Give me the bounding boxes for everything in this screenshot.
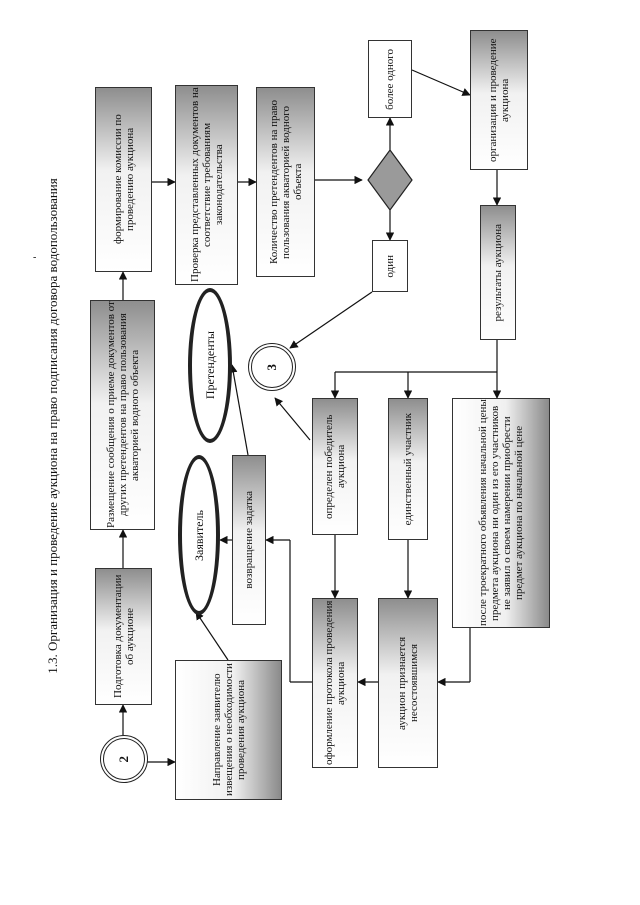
form-commission-box: формирование комиссии по проведению аукц…: [95, 87, 152, 272]
connector-circle-3: 3: [248, 343, 296, 391]
after-three-box: после троекратного объявления начальной …: [452, 398, 550, 628]
auction-failed-box: аукцион признается несостоявшимся: [378, 598, 438, 768]
count-applicants-box: Количество претендентов на право пользов…: [256, 87, 315, 277]
arrow-one-to-circle3: [289, 291, 373, 349]
organize-auction-box: организация и проведение аукциона: [470, 30, 528, 170]
decision-diamond: [367, 148, 413, 212]
arrow-more-to-organize: [411, 69, 471, 96]
connector-circle-2: 2: [100, 735, 148, 783]
check-documents-box: Проверка представленных документов на со…: [175, 85, 238, 285]
return-deposit-box: возвращение задатка: [232, 455, 266, 625]
candidates-ellipse: Претенденты: [188, 288, 232, 443]
draw-protocol-box: оформление протокола проведения аукциона: [312, 598, 358, 768]
stray-mark: -: [33, 252, 37, 263]
winner-determined-box: определен победитель аукциона: [312, 398, 358, 535]
sole-participant-box: единственный участник: [388, 398, 428, 540]
arrow-deposit-to-candidates: [229, 364, 249, 456]
page-title: 1.3. Организация и проведение аукциона н…: [45, 178, 60, 674]
one-box: один: [372, 240, 408, 292]
prepare-docs-box: Подготовка документации об аукционе: [95, 568, 152, 705]
more-than-one-box: более одного: [368, 40, 412, 118]
applicant-ellipse: Заявитель: [178, 455, 220, 615]
send-notice-box: Направление заявителю извещения о необхо…: [175, 660, 282, 800]
arrow-notice-to-applicant: [195, 611, 229, 661]
post-message-box: Размещение сообщения о приеме документов…: [90, 300, 155, 530]
auction-results-box: результаты аукциона: [480, 205, 516, 340]
arrow-winner-to-circle3: [274, 397, 311, 441]
